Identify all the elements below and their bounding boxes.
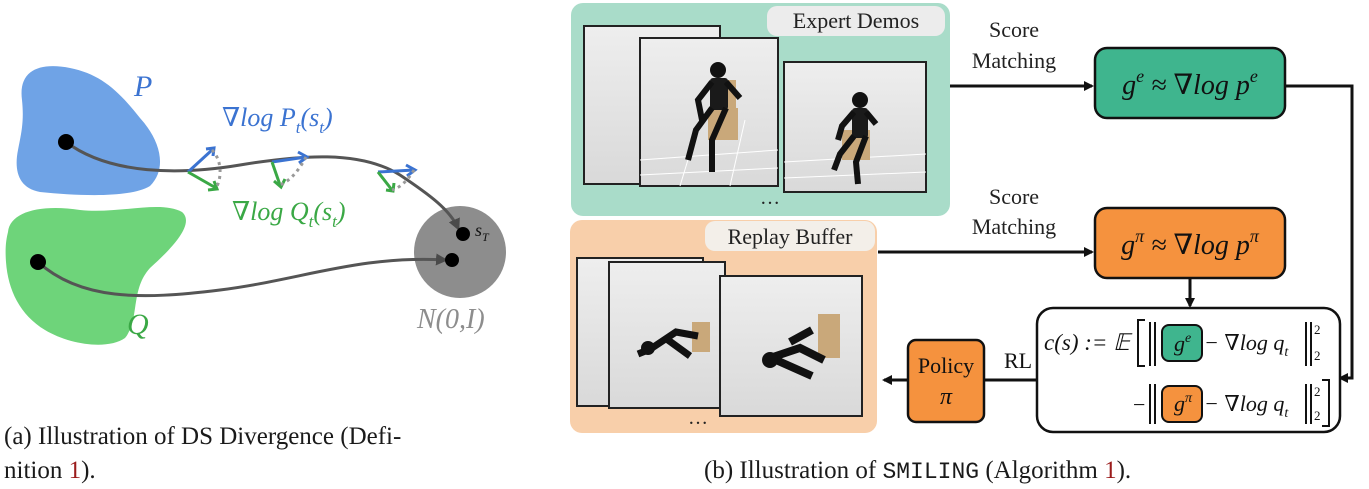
normal-distribution-circle — [414, 206, 506, 298]
cost-ge-chip — [1161, 324, 1203, 362]
score-matching-label-1-line2: Matching — [972, 48, 1056, 73]
cost-lhs: c(s) := 𝔼 — [1044, 330, 1133, 355]
score-matching-label-2-line2: Matching — [972, 214, 1056, 239]
policy-label: Policy — [918, 353, 974, 378]
cost-term2-grad: − ∇log qt — [1204, 391, 1289, 421]
distribution-q-blob — [5, 207, 186, 345]
gpi-equation: gπ ≈ ∇log pπ — [1121, 226, 1260, 261]
score-matching-label-1-line1: Score — [989, 17, 1039, 42]
replay-ellipsis: … — [688, 407, 708, 429]
label-s-t: sT — [475, 220, 490, 244]
label-normal-dist: N(0,I) — [416, 304, 485, 335]
policy-symbol: π — [940, 384, 953, 410]
end-point-lower — [445, 253, 459, 267]
label-grad-log-q: ∇log Qt(st) — [232, 197, 346, 231]
cost-bracket-right — [1322, 379, 1330, 427]
policy-box — [906, 338, 986, 424]
cost-term1-grad: − ∇log qt — [1204, 330, 1289, 360]
caption-b: (b) Illustration of SMILING (Algorithm 1… — [704, 457, 1132, 485]
label-grad-log-p: ∇log Pt(st) — [222, 103, 333, 137]
cost-ge-chip-text: ge — [1174, 331, 1191, 356]
cost-bracket-left — [1137, 319, 1145, 367]
replay-buffer-label: Replay Buffer — [728, 224, 854, 249]
ge-box — [1093, 46, 1287, 120]
expert-frame-3 — [783, 61, 927, 193]
caption-a: (a) Illustration of DS Divergence (Defi-… — [4, 420, 544, 488]
cost-norm-right-1 — [1305, 322, 1312, 366]
cost-norm-right-2 — [1305, 384, 1312, 424]
cost-norm-sub-2: 2 — [1314, 408, 1321, 423]
expert-demos-label: Expert Demos — [793, 8, 919, 33]
distribution-p-blob — [16, 66, 161, 196]
rl-label: RL — [1004, 348, 1032, 373]
replay-frame-3 — [719, 275, 863, 417]
cost-gpi-chip-text: gπ — [1174, 391, 1193, 416]
expert-ellipsis: … — [760, 187, 780, 209]
expert-frame-2 — [639, 37, 779, 187]
caption-a-ref[interactable]: 1 — [68, 457, 82, 484]
start-point-q — [30, 254, 46, 270]
trajectory-q — [36, 253, 448, 298]
replay-frame-2 — [608, 261, 726, 409]
start-point-p — [58, 134, 74, 150]
caption-a-line2: nition 1). — [4, 457, 96, 484]
ge-equation: ge ≈ ∇log pe — [1122, 66, 1258, 101]
cost-norm-left-2 — [1149, 384, 1156, 424]
cost-box — [1035, 306, 1342, 434]
caption-b-ref[interactable]: 1 — [1104, 457, 1117, 484]
score-arrows — [186, 146, 418, 193]
cost-norm-sup-2: 2 — [1314, 384, 1321, 399]
cost-norm-left-1 — [1149, 322, 1156, 366]
label-p: P — [133, 70, 152, 103]
end-point-upper — [456, 227, 470, 241]
caption-a-line1: (a) Illustration of DS Divergence (Defi- — [4, 423, 402, 450]
cost-norm-sub-1: 2 — [1314, 348, 1321, 363]
label-q: Q — [127, 308, 149, 341]
expert-demos-tag — [767, 6, 945, 36]
score-matching-label-2-line1: Score — [989, 184, 1039, 209]
replay-buffer-tag — [705, 221, 875, 251]
caption-b-smiling: SMILING — [882, 459, 980, 485]
cost-norm-sup-1: 2 — [1314, 322, 1321, 337]
cost-gpi-chip — [1161, 385, 1203, 423]
cost-second-minus: − — [1133, 392, 1145, 417]
